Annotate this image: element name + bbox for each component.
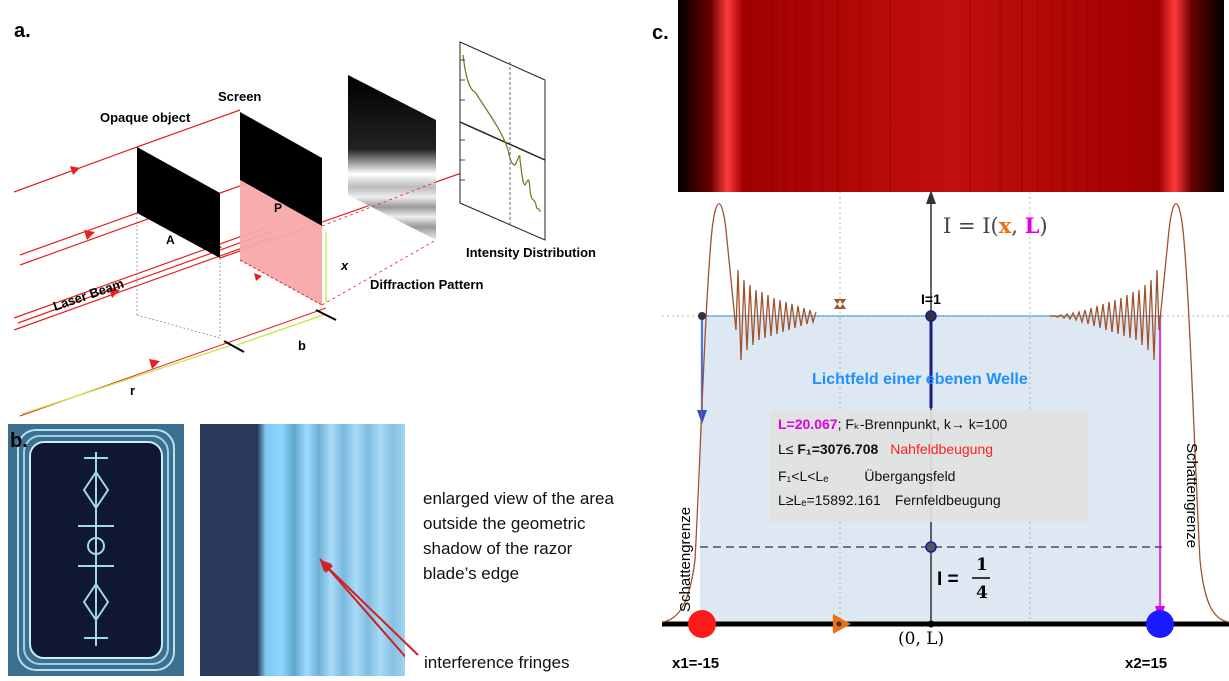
l-rest: ; Fₖ-Brennpunkt, k→ k=100 — [837, 416, 1008, 432]
panel-a: Opaque object Screen A P x b r Intensity… — [13, 41, 596, 417]
row4-prefix: L≥Lₑ=15892.161 — [778, 492, 881, 508]
point-left-top[interactable] — [698, 312, 706, 320]
near-field-label: Nahfeldbeugung — [890, 441, 994, 457]
label-i-quarter: I = — [937, 569, 959, 590]
row2-prefix: L≤ — [778, 441, 798, 457]
point-i-one[interactable] — [925, 310, 937, 322]
label-dim-x: x — [340, 258, 349, 273]
label-i-quarter-den: 4 — [976, 583, 988, 603]
l-value[interactable]: L=20.067 — [778, 416, 838, 432]
intensity-curve — [462, 54, 541, 213]
screen-illuminated — [240, 180, 322, 305]
diffraction-dashes — [321, 181, 437, 306]
caption-line: outside the geometric — [423, 514, 586, 533]
fringe-strip — [678, 0, 1224, 192]
point-origin[interactable] — [927, 620, 935, 628]
label-origin: (0, L) — [898, 629, 944, 649]
label-opaque-object: Opaque object — [100, 110, 191, 125]
transition-label: Übergangsfeld — [864, 468, 956, 484]
far-field-label: Fernfeldbeugung — [894, 492, 1001, 508]
label-intensity: Intensity Distribution — [466, 245, 596, 260]
formula-intensity: I = I(x, L) — [943, 213, 1048, 238]
intensity-curve-c-right — [1050, 203, 1229, 623]
point-x2[interactable] — [1146, 610, 1174, 638]
intensity-curve-c — [661, 203, 817, 623]
label-i-quarter-num: 1 — [976, 555, 988, 575]
label-plane-wave: Lichtfeld einer ebenen Welle — [812, 371, 1028, 388]
label-point-p: P — [274, 201, 282, 215]
fringes-pointer — [320, 560, 419, 656]
label-diffraction: Diffraction Pattern — [370, 277, 483, 292]
small-marker — [834, 299, 846, 309]
screen-plate — [240, 112, 322, 226]
row3-prefix: F₁<L<Lₑ — [778, 468, 829, 484]
label-x2: x2=15 — [1125, 655, 1167, 672]
label-i-one: I=1 — [921, 291, 941, 307]
diffraction-pattern-plate — [348, 75, 436, 240]
panel-c: I = I(x, L) I=1 Lichtfeld einer ebenen W… — [661, 0, 1229, 672]
label-screen: Screen — [218, 89, 261, 104]
label-x1: x1=-15 — [672, 655, 719, 672]
panel-a-label: a. — [14, 20, 31, 42]
caption-line: shadow of the razor — [423, 539, 573, 558]
caption-line: enlarged view of the area — [423, 489, 614, 508]
label-dim-r: r — [130, 383, 135, 398]
panel-b-label: b. — [10, 430, 28, 452]
razor-caption: enlarged view of the area outside the ge… — [423, 486, 614, 586]
panel-c-label: c. — [652, 22, 669, 44]
label-point-a: A — [166, 233, 175, 247]
point-orange-triangle[interactable] — [833, 614, 851, 634]
f1-value: F₁=3076.708 — [797, 441, 879, 457]
label-shadow-left: Schattengrenze — [677, 507, 694, 612]
caption-line: blade’s edge — [423, 564, 520, 583]
label-dim-b: b — [298, 338, 306, 353]
razor-blade-image — [8, 424, 184, 676]
opaque-object-plate — [137, 147, 220, 258]
point-i-quarter[interactable] — [925, 541, 937, 553]
label-shadow-right: Schattengrenze — [1183, 443, 1200, 548]
guide-lines — [136, 213, 221, 339]
fringe-lines — [759, 0, 1101, 192]
fringes-caption: interference fringes — [424, 653, 570, 672]
dimension-lines — [21, 232, 327, 415]
fringe-image — [200, 424, 411, 676]
parameters-box: L=20.067; Fₖ-Brennpunkt, k→ k=100 L≤ F₁=… — [770, 410, 1088, 522]
point-x1[interactable] — [688, 610, 716, 638]
